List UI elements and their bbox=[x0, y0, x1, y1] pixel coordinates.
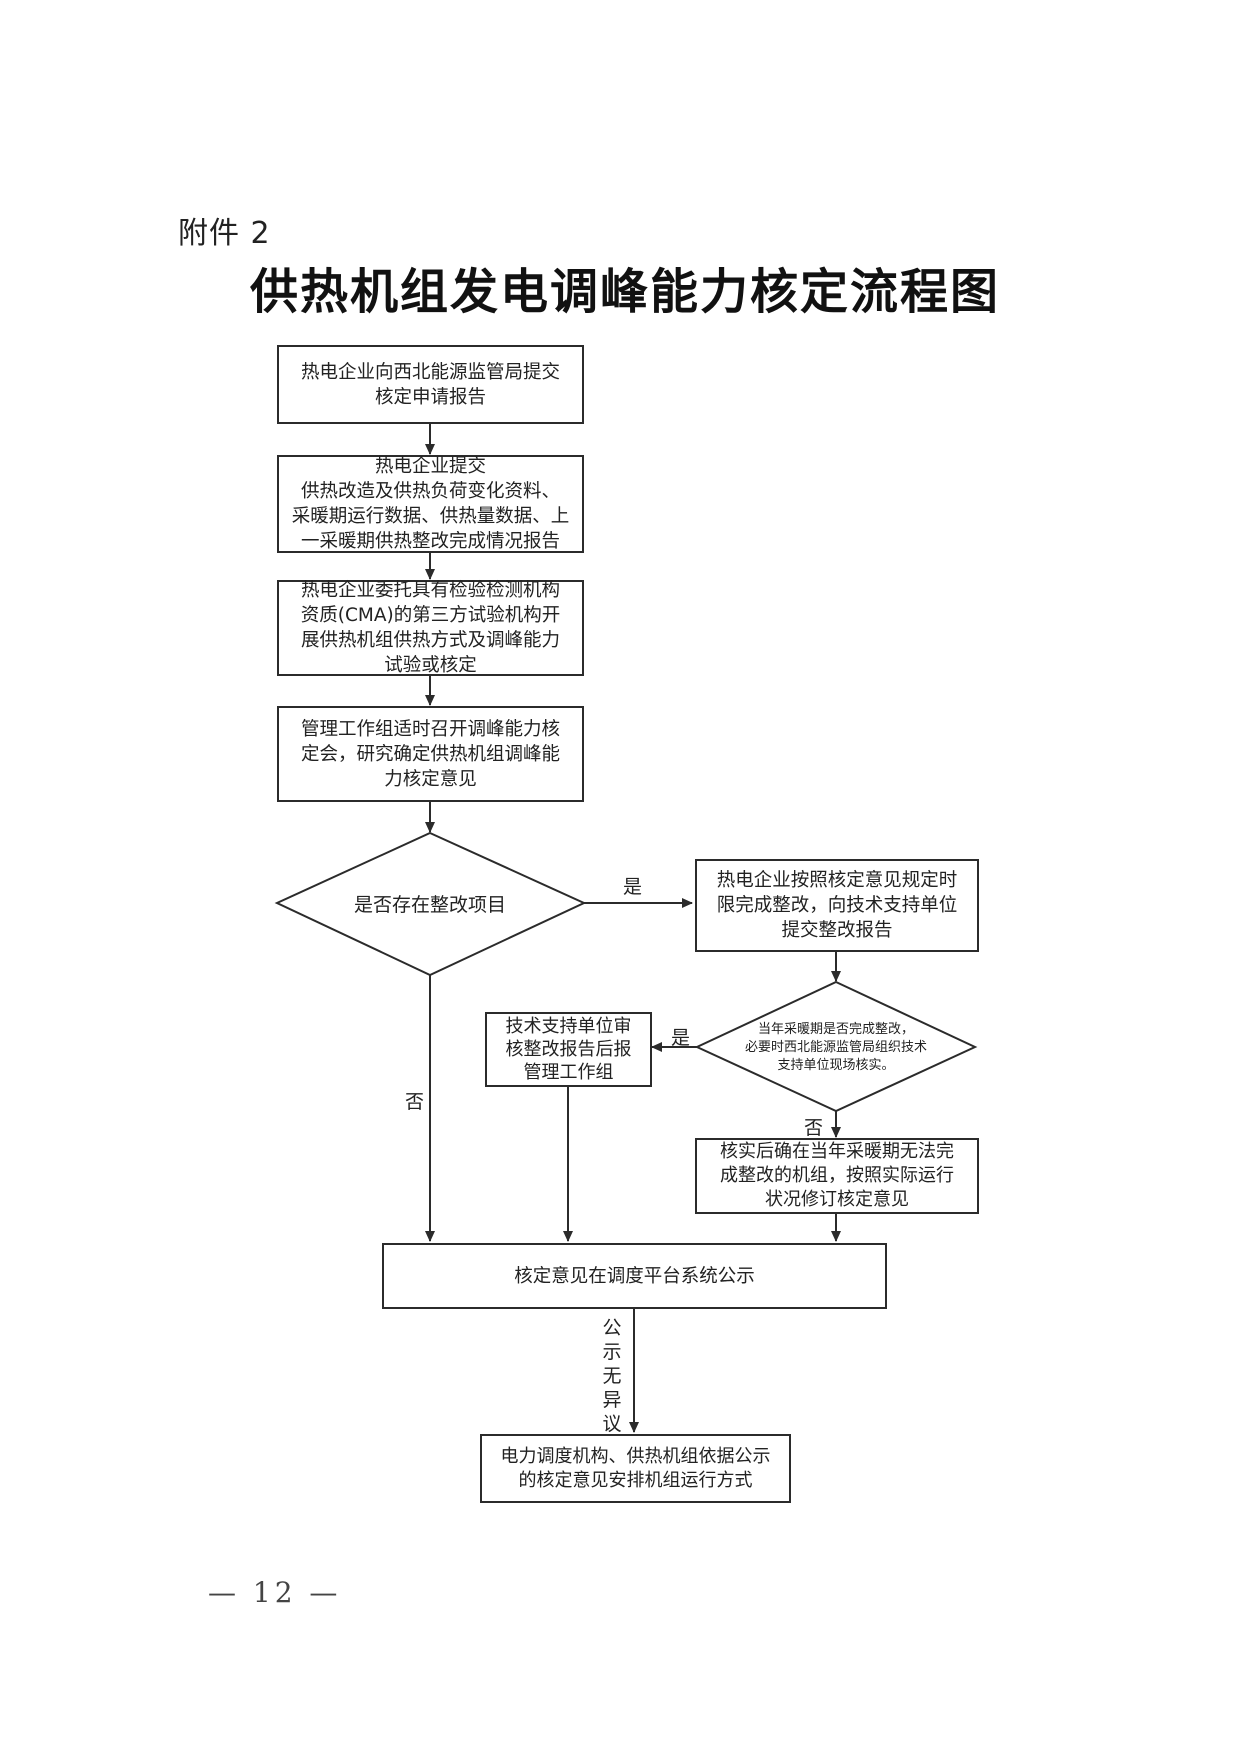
tech-review-box: 技术支持单位审 核整改报告后报 管理工作组 bbox=[485, 1012, 652, 1087]
decision1-yes-label: 是 bbox=[623, 876, 643, 898]
decision1-diamond bbox=[274, 831, 587, 977]
attachment-label: 附件 2 bbox=[178, 216, 271, 251]
decision1-text: 是否存在整改项目 bbox=[353, 893, 506, 916]
final-box: 电力调度机构、供热机组依据公示 的核定意见安排机组运行方式 bbox=[480, 1434, 791, 1503]
publish-box: 核定意见在调度平台系统公示 bbox=[382, 1243, 887, 1309]
page-title: 供热机组发电调峰能力核定流程图 bbox=[249, 264, 1000, 320]
decision1-no-label: 否 bbox=[405, 1091, 425, 1113]
revise-box: 核实后确在当年采暖期无法完 成整改的机组，按照实际运行 状况修订核定意见 bbox=[695, 1138, 979, 1214]
tech-review-text: 技术支持单位审 核整改报告后报 管理工作组 bbox=[505, 1016, 632, 1083]
step1-box: 热电企业向西北能源监管局提交 核定申请报告 bbox=[277, 345, 584, 424]
decision2-diamond bbox=[694, 980, 978, 1113]
rectify-box: 热电企业按照核定意见规定时 限完成整改，向技术支持单位 提交整改报告 bbox=[695, 859, 979, 952]
page-number: — 12 — bbox=[208, 1576, 342, 1609]
step1-text: 热电企业向西北能源监管局提交 核定申请报告 bbox=[300, 361, 560, 408]
decision2-text-wrap: 当年采暖期是否完成整改， 必要时西北能源监管局组织技术 支持单位现场核实。 bbox=[716, 1020, 956, 1076]
step3-box: 热电企业委托具有检验检测机构 资质(CMA)的第三方试验机构开 展供热机组供热方… bbox=[277, 580, 584, 676]
rectify-text: 热电企业按照核定意见规定时 限完成整改，向技术支持单位 提交整改报告 bbox=[716, 870, 958, 941]
no-objection-label: 公 示 无 异 议 bbox=[602, 1317, 622, 1435]
final-text: 电力调度机构、供热机组依据公示 的核定意见安排机组运行方式 bbox=[500, 1445, 771, 1491]
decision2-yes-label: 是 bbox=[671, 1027, 691, 1049]
step3-text: 热电企业委托具有检验检测机构 资质(CMA)的第三方试验机构开 展供热机组供热方… bbox=[300, 580, 561, 676]
decision2-no-label: 否 bbox=[804, 1117, 824, 1139]
decision2-text: 当年采暖期是否完成整改， 必要时西北能源监管局组织技术 支持单位现场核实。 bbox=[744, 1022, 927, 1073]
step4-box: 管理工作组适时召开调峰能力核 定会，研究确定供热机组调峰能 力核定意见 bbox=[277, 706, 584, 802]
step2-box: 热电企业提交 供热改造及供热负荷变化资料、 采暖期运行数据、供热量数据、上 一采… bbox=[277, 455, 584, 553]
decision1-text-wrap: 是否存在整改项目 bbox=[300, 880, 560, 926]
step4-text: 管理工作组适时召开调峰能力核 定会，研究确定供热机组调峰能 力核定意见 bbox=[300, 718, 560, 790]
step2-text: 热电企业提交 供热改造及供热负荷变化资料、 采暖期运行数据、供热量数据、上 一采… bbox=[291, 456, 570, 552]
revise-text: 核实后确在当年采暖期无法完 成整改的机组，按照实际运行 状况修订核定意见 bbox=[720, 1141, 954, 1210]
publish-text: 核定意见在调度平台系统公示 bbox=[514, 1265, 755, 1287]
